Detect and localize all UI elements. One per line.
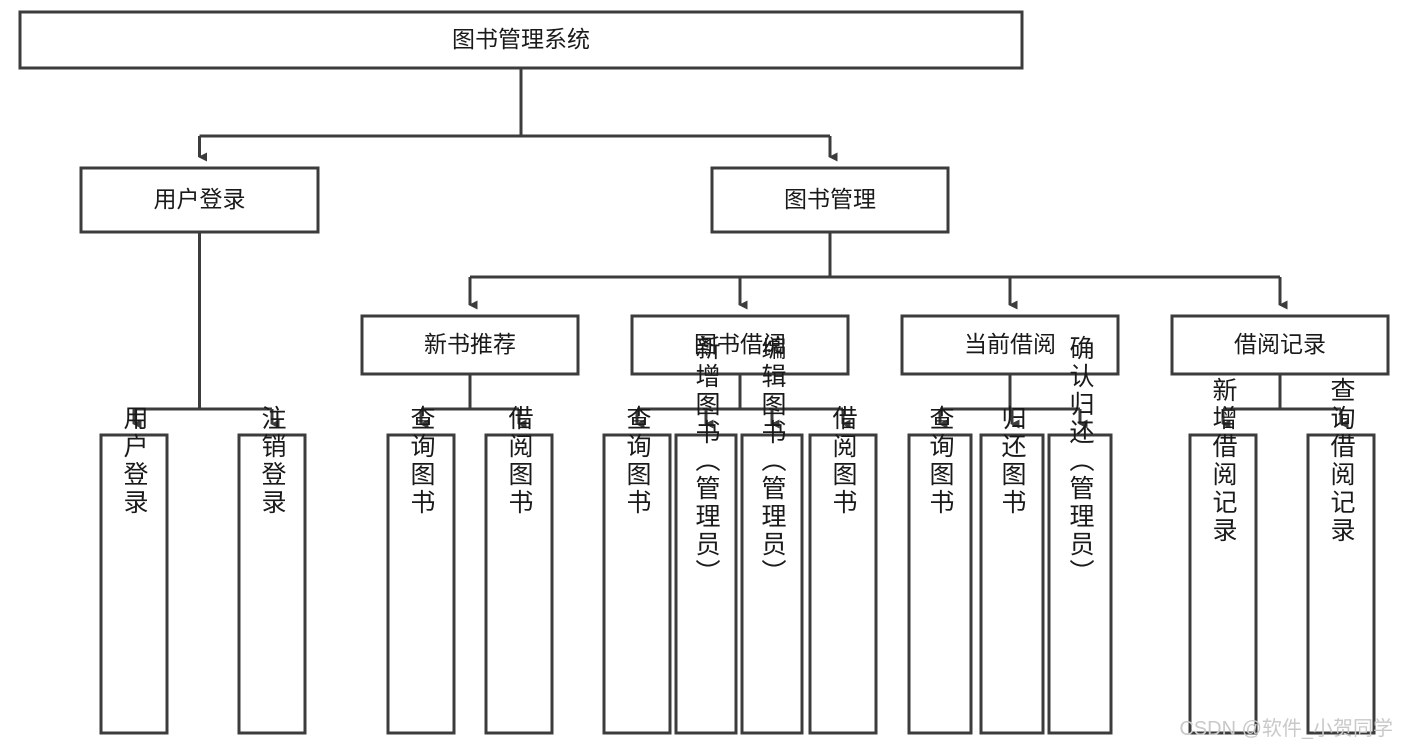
- node-level3-2-label: 当前借阅: [964, 331, 1056, 357]
- connector-layer: [132, 68, 1349, 429]
- node-leaf-8[interactable]: 查询图书: [907, 405, 973, 735]
- node-root-system-label: 图书管理系统: [452, 26, 590, 52]
- watermark-text: CSDN @软件_小贺同学: [1179, 718, 1393, 740]
- node-leaf-1-label: 注销登录: [258, 405, 287, 517]
- node-leaf-5[interactable]: 新增图书（管理员）: [674, 335, 738, 735]
- node-leaf-12[interactable]: 查询借阅记录: [1306, 377, 1376, 735]
- node-level3-2[interactable]: 当前借阅: [900, 314, 1120, 376]
- node-leaf-3[interactable]: 借阅图书: [484, 405, 554, 735]
- node-level2-0[interactable]: 用户登录: [79, 166, 320, 234]
- node-leaf-6[interactable]: 编辑图书（管理员）: [740, 335, 804, 735]
- node-level3-3[interactable]: 借阅记录: [1170, 314, 1390, 376]
- node-leaf-10-label: 确认归还（管理员）: [1066, 335, 1095, 587]
- node-root-system[interactable]: 图书管理系统: [18, 10, 1024, 70]
- node-leaf-6-label: 编辑图书（管理员）: [758, 335, 787, 587]
- node-leaf-10[interactable]: 确认归还（管理员）: [1047, 335, 1113, 735]
- node-leaf-2-label: 查询图书: [407, 405, 436, 517]
- node-level3-0-label: 新书推荐: [424, 331, 516, 357]
- node-leaf-11-label: 新增借阅记录: [1209, 377, 1238, 545]
- node-leaf-11[interactable]: 新增借阅记录: [1188, 377, 1258, 735]
- node-level3-3-label: 借阅记录: [1234, 331, 1326, 357]
- node-leaf-3-label: 借阅图书: [505, 405, 534, 517]
- node-leaf-1[interactable]: 注销登录: [237, 405, 307, 735]
- node-level2-0-label: 用户登录: [154, 186, 246, 212]
- node-level2-1-label: 图书管理: [784, 186, 876, 212]
- node-leaf-0[interactable]: 用户登录: [99, 405, 169, 735]
- node-leaf-8-label: 查询图书: [926, 405, 955, 517]
- node-leaf-4-label: 查询图书: [623, 405, 652, 517]
- node-level2-1[interactable]: 图书管理: [710, 166, 950, 234]
- node-level3-0[interactable]: 新书推荐: [360, 314, 580, 376]
- node-leaf-7[interactable]: 借阅图书: [808, 405, 878, 735]
- node-leaf-0-label: 用户登录: [120, 405, 149, 517]
- node-leaf-7-label: 借阅图书: [829, 405, 858, 517]
- node-level3-1[interactable]: 图书借阅: [630, 314, 850, 376]
- node-leaf-12-label: 查询借阅记录: [1327, 377, 1356, 545]
- node-layer: 图书管理系统用户登录图书管理新书推荐图书借阅当前借阅借阅记录用户登录注销登录查询…: [18, 10, 1390, 735]
- node-leaf-2[interactable]: 查询图书: [386, 405, 456, 735]
- node-leaf-9[interactable]: 归还图书: [979, 405, 1045, 735]
- node-leaf-5-label: 新增图书（管理员）: [692, 335, 721, 587]
- node-level3-1-label: 图书借阅: [694, 331, 786, 357]
- node-leaf-4[interactable]: 查询图书: [602, 405, 672, 735]
- node-leaf-9-label: 归还图书: [998, 405, 1027, 517]
